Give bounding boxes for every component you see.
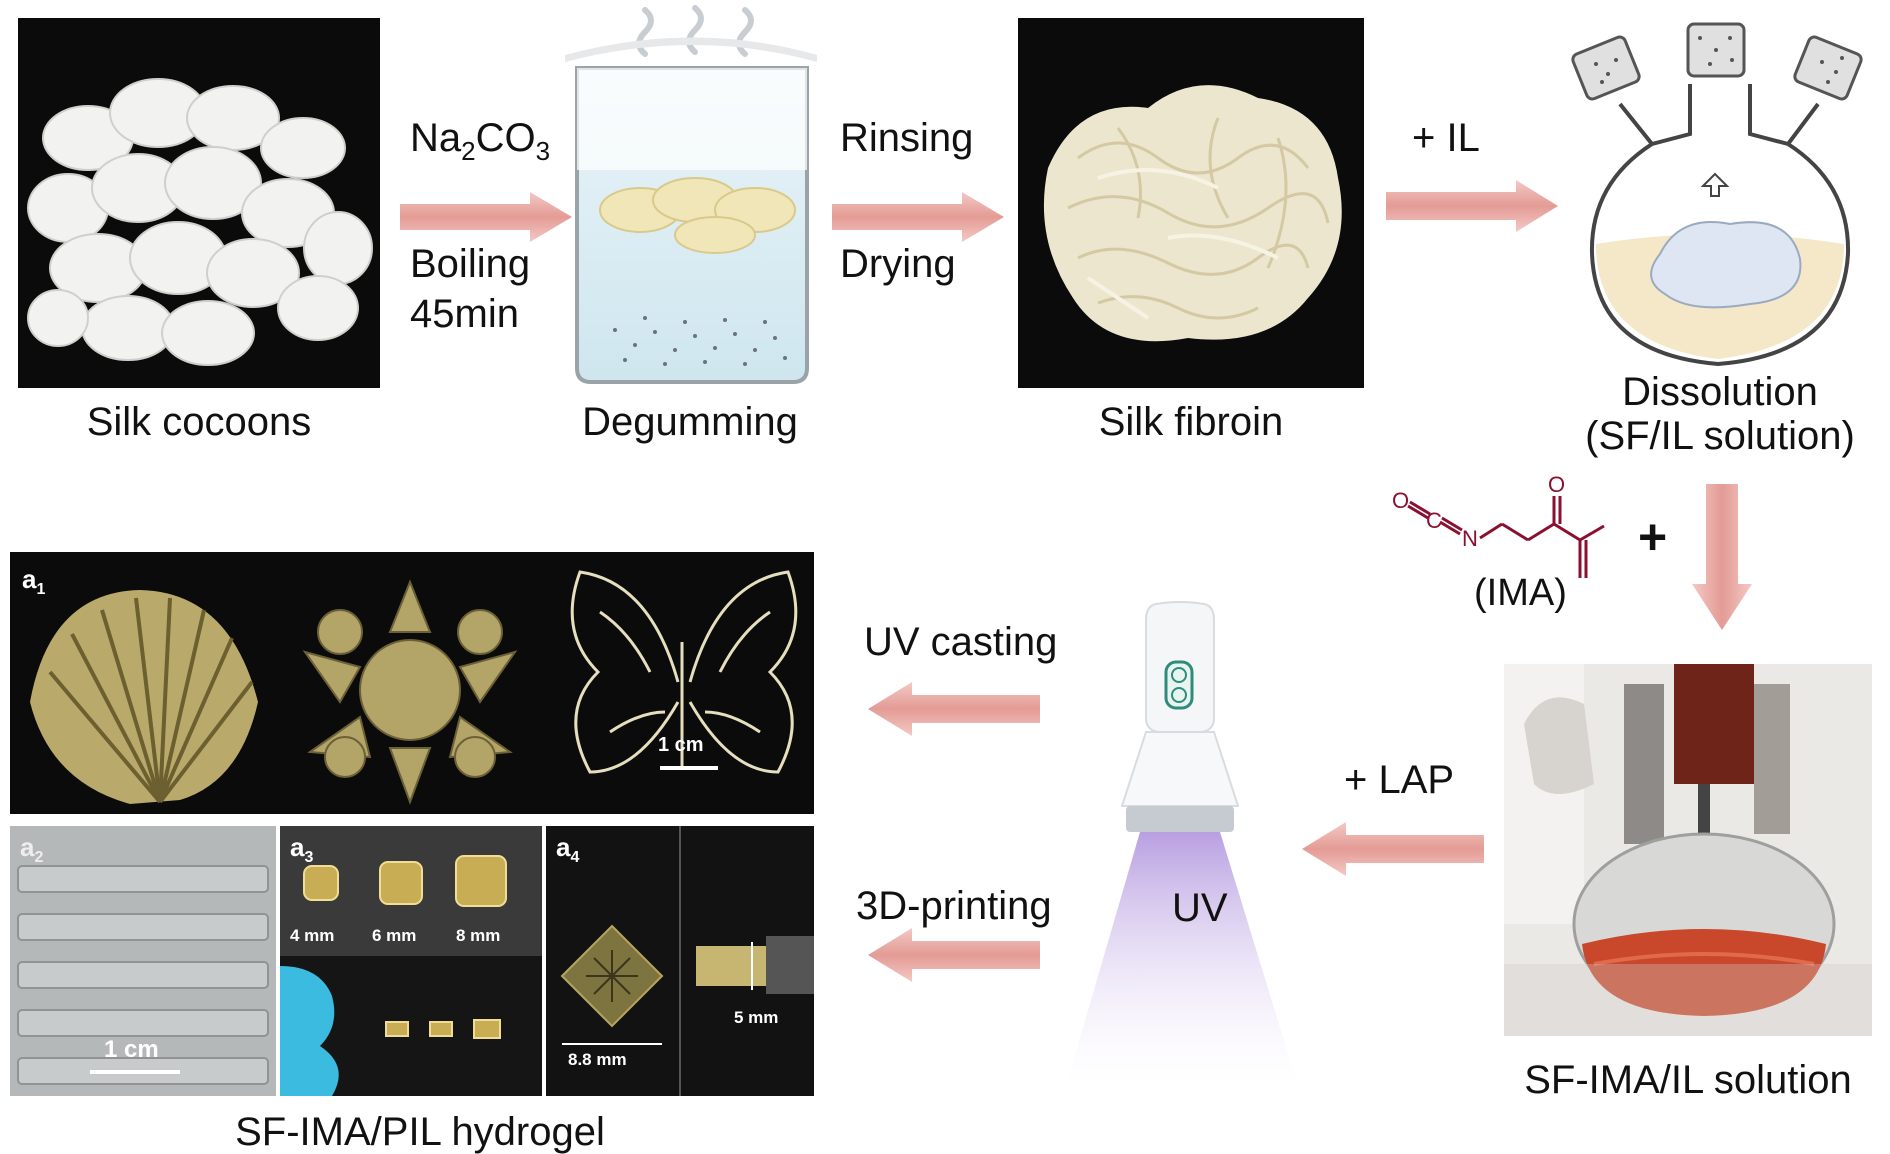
degumming-label: Degumming [582, 400, 798, 444]
ima-label: (IMA) [1474, 572, 1567, 614]
arrow-plus-lap [1302, 822, 1484, 876]
svg-text:O: O [1548, 472, 1565, 497]
silk-cocoons-label: Silk cocoons [86, 400, 312, 444]
arrow-degumming [400, 192, 572, 242]
plus-lap-label: + LAP [1344, 758, 1455, 802]
svg-text:N: N [1462, 526, 1478, 551]
arrow-uv-casting [868, 682, 1040, 736]
uv-lamp-illustration [1066, 601, 1298, 1086]
arrow-dissolution [1386, 180, 1558, 232]
arrow-3d-printing [868, 928, 1040, 982]
panel-a2-scale-label: 1 cm [104, 1036, 159, 1063]
svg-text:O: O [1392, 488, 1409, 513]
ima-plus-sign: + [1638, 509, 1668, 565]
3d-printing-label: 3D-printing [856, 884, 1052, 928]
beaker-illustration [565, 5, 817, 384]
silk-fibroin-label: Silk fibroin [1098, 400, 1284, 444]
sf-ima-il-solution-photo [1504, 664, 1872, 1036]
drying-label: Drying [840, 242, 956, 286]
panel-a2-label: a2 [20, 832, 44, 867]
butterfly-shape [570, 570, 798, 774]
panel-a4-label: a4 [556, 832, 580, 867]
rinsing-label: Rinsing [840, 116, 974, 160]
three-neck-flask-illustration [1571, 22, 1863, 367]
uv-label: UV [1172, 886, 1228, 930]
na2co3-label: Na2CO3 [410, 116, 551, 166]
panel-a2-printed-strips: a2 1 cm [10, 826, 276, 1096]
hydrogel-label: SF-IMA/PIL hydrogel [235, 1110, 605, 1154]
arrow-silk-fibroin [832, 192, 1004, 242]
svg-text:C: C [1426, 508, 1442, 533]
dissolution-label: Dissolution [1622, 370, 1818, 414]
ima-molecule-structure: O C N O [1392, 472, 1605, 578]
sf-ima-il-label: SF-IMA/IL solution [1524, 1058, 1852, 1102]
shell-shape [30, 590, 258, 804]
panel-a3-printed-cylinders: a3 4 mm 6 mm 8 mm [280, 826, 542, 1096]
a3-size-8mm: 8 mm [456, 926, 501, 945]
panel-a1-uv-cast-shapes: a1 1 cm [10, 552, 814, 814]
a3-size-4mm: 4 mm [290, 926, 335, 945]
panel-a1-scale-label: 1 cm [658, 734, 704, 756]
a4-height-label: 5 mm [734, 1008, 779, 1027]
uv-casting-label: UV casting [864, 620, 1058, 664]
panel-a4-printed-lattice: a4 8.8 mm 5 mm [546, 826, 814, 1096]
boiling-label: Boiling [410, 242, 531, 286]
snowflake-shape [302, 579, 518, 805]
arrow-down-sf-ima [1692, 484, 1752, 630]
panel-a3-label: a3 [290, 832, 314, 867]
silk-fibroin-photo [1018, 18, 1364, 388]
panel-a1-label: a1 [22, 564, 46, 599]
a4-width-label: 8.8 mm [568, 1050, 627, 1069]
a3-size-6mm: 6 mm [372, 926, 417, 945]
boiling-time-label: 45min [410, 292, 519, 336]
dissolution-sub-label: (SF/IL solution) [1585, 414, 1855, 458]
silk-cocoons-photo [18, 18, 380, 388]
plus-il-label: + IL [1412, 116, 1480, 160]
